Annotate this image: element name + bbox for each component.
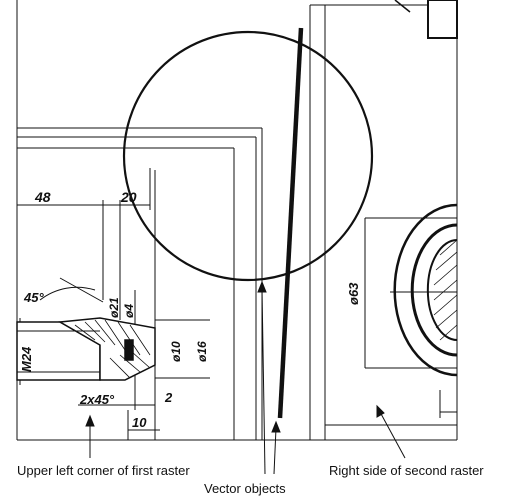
- dim-20: 20: [120, 189, 137, 205]
- dim-diameter-4: ø4: [122, 304, 136, 318]
- left-part-section: [16, 317, 156, 381]
- dim-m24: M24: [19, 346, 34, 372]
- dim-10: 10: [132, 415, 147, 430]
- dim-diameter-10: ø10: [169, 341, 183, 362]
- vector-line: [277, 27, 304, 419]
- callout-arrows: [85, 280, 406, 475]
- caption-second-raster: Right side of second raster: [329, 463, 484, 478]
- caption-vector-objects: Vector objects: [204, 481, 286, 496]
- vector-circle: [122, 30, 374, 282]
- caption-first-raster: Upper left corner of first raster: [17, 463, 190, 478]
- dim-diameter-63: ø63: [346, 282, 361, 305]
- dim-2: 2: [164, 390, 173, 405]
- dim-chamfer: 2x45°: [79, 392, 115, 407]
- raster-frame-lines: [16, 0, 458, 441]
- dim-diameter-21: ø21: [107, 297, 121, 318]
- dim-45-degree: 45°: [23, 290, 44, 305]
- right-part-section: [364, 0, 458, 418]
- dim-48: 48: [34, 189, 51, 205]
- dim-diameter-16: ø16: [195, 341, 209, 362]
